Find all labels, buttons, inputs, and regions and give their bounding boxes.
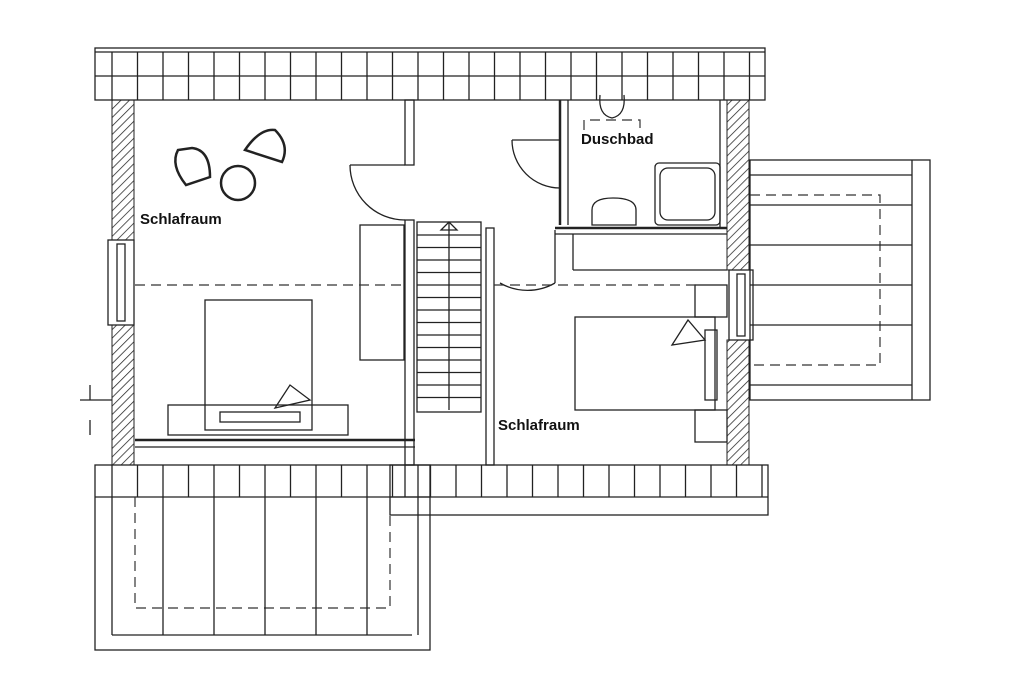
room-label-right-bedroom: Schlafraum: [498, 417, 580, 434]
interior-walls: [135, 99, 727, 466]
room-label-left-bedroom: Schlafraum: [140, 211, 222, 228]
bathroom-fixtures: [583, 94, 721, 226]
right-bedroom-furniture: [494, 284, 728, 443]
roof-bottom-band: [94, 464, 769, 651]
door-right-bedroom: [499, 230, 556, 292]
left-bedroom-furniture: [80, 128, 405, 436]
door-bathroom: [511, 139, 561, 189]
roof-top-band: [94, 47, 766, 101]
window-right: [728, 269, 754, 341]
room-label-bathroom: Duschbad: [581, 131, 654, 148]
exterior-walls: [111, 99, 750, 466]
staircase: [416, 221, 482, 413]
right-dormer: [749, 159, 931, 401]
window-left: [107, 239, 135, 326]
door-left-bedroom: [349, 164, 406, 221]
